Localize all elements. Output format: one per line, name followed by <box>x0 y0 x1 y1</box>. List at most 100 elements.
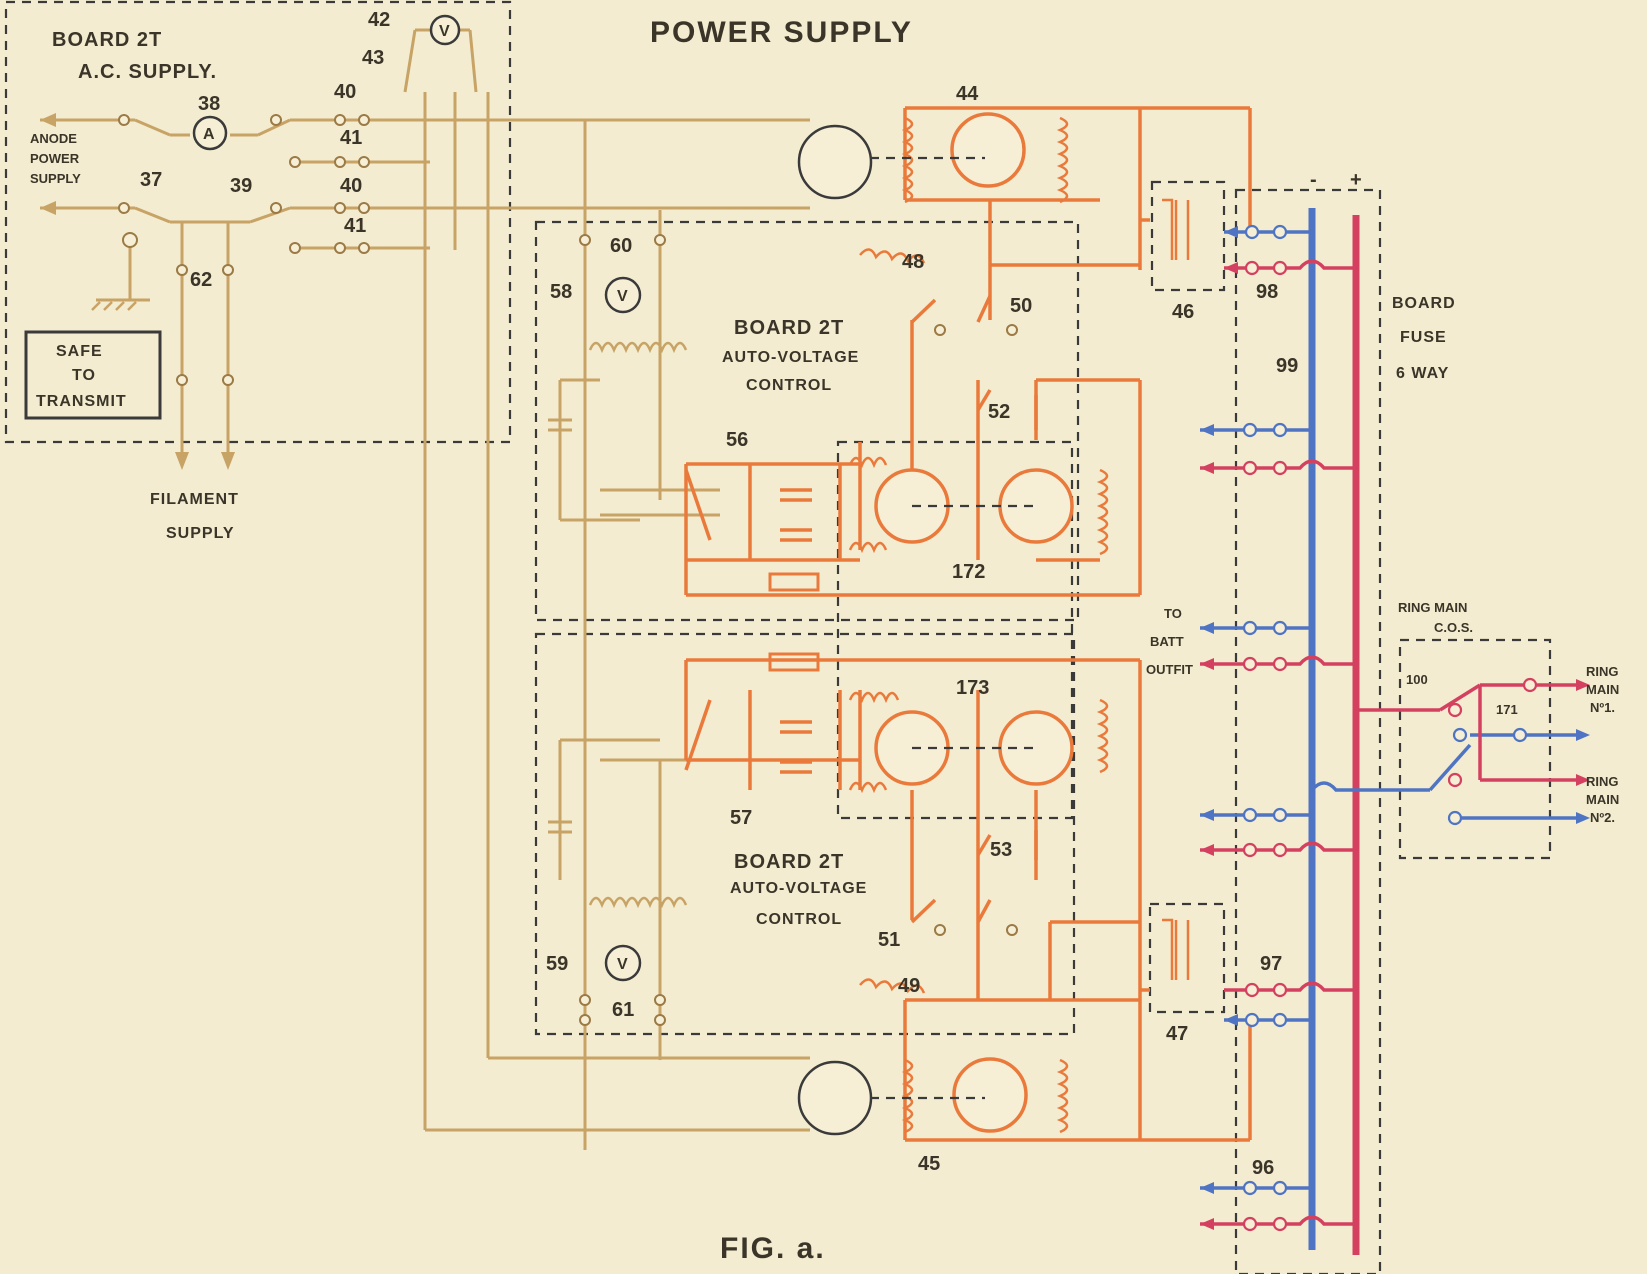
ref-53: 53 <box>990 839 1012 861</box>
batt-label-2: BATT <box>1150 634 1184 649</box>
diagram-title: POWER SUPPLY <box>650 16 913 49</box>
ammeter-38 <box>192 115 228 151</box>
control-coil-lower <box>588 896 688 909</box>
series-coil-172b <box>848 541 888 554</box>
regulator-46-coils <box>1162 198 1190 260</box>
generator-45 <box>952 1057 1028 1133</box>
ring-main-1-label-2: MAIN <box>1586 682 1619 697</box>
ref-48: 48 <box>902 251 924 273</box>
ref-173: 173 <box>956 677 989 699</box>
fuse-terminals <box>1242 224 1538 1232</box>
ref-43: 43 <box>362 47 384 69</box>
avc-capacitor-upper <box>780 488 812 542</box>
ref-58: 58 <box>550 281 572 303</box>
ref-61: 61 <box>612 999 634 1021</box>
ref-45: 45 <box>918 1153 940 1175</box>
motor-lower <box>797 1060 873 1136</box>
rheostat-48 <box>859 248 926 264</box>
capacitor-lower <box>548 820 572 834</box>
voltmeter-58 <box>604 276 642 314</box>
anode-label-2: POWER <box>30 151 80 166</box>
ref-100: 100 <box>1406 672 1428 687</box>
ac-board-title: BOARD 2T <box>52 29 162 51</box>
ref-40-b: 40 <box>340 175 362 197</box>
fuse-circuits <box>1200 226 1590 1230</box>
ref-96: 96 <box>1252 1157 1274 1179</box>
ac-components <box>91 114 688 1026</box>
voltmeter-59 <box>604 944 642 982</box>
fuse-board-label-2: FUSE <box>1400 329 1447 346</box>
safe-label-2: TO <box>72 367 96 384</box>
ref-37: 37 <box>140 169 162 191</box>
ring-main-title-2: C.O.S. <box>1434 620 1473 635</box>
ref-50: 50 <box>1010 295 1032 317</box>
ring-main-2-label-2: MAIN <box>1586 792 1619 807</box>
dynamo-set-outline <box>836 440 1074 820</box>
ref-49: 49 <box>898 975 920 997</box>
dc-wiring <box>684 106 1252 1142</box>
labels: POWER SUPPLY FIG. a. BOARD 2T A.C. SUPPL… <box>30 16 1619 1265</box>
safe-label-3: TRANSMIT <box>36 393 127 410</box>
field-coil-45b <box>1056 1058 1069 1134</box>
ref-62: 62 <box>190 269 212 291</box>
field-coil-45a <box>901 1058 914 1134</box>
regulator-46-outline <box>1150 180 1226 292</box>
ref-59: 59 <box>546 953 568 975</box>
ring-main-1-label-3: Nº1. <box>1590 700 1615 715</box>
rheostat-49 <box>859 978 926 994</box>
busbar-minus-sign: - <box>1310 169 1318 191</box>
series-coil-173a <box>848 691 900 704</box>
fuse-board-label-3: 6 WAY <box>1396 365 1449 382</box>
reference-numbers: 37 38 39 40 41 40 41 42 43 44 45 46 47 4… <box>140 9 1518 1179</box>
ref-52: 52 <box>988 401 1010 423</box>
avc-capacitor-lower <box>780 720 812 774</box>
ref-39: 39 <box>230 175 252 197</box>
voltmeter-42-symbol: V <box>439 23 451 40</box>
batt-label-1: TO <box>1164 606 1182 621</box>
ref-57: 57 <box>730 807 752 829</box>
ring-main-2-label-3: Nº2. <box>1590 810 1615 825</box>
fuse-board-label-1: BOARD <box>1392 295 1456 312</box>
earth-switch-terminal <box>122 232 138 248</box>
ring-main-1-label-1: RING <box>1586 664 1619 679</box>
ref-38: 38 <box>198 93 220 115</box>
avc-lower-line3: CONTROL <box>756 911 842 928</box>
busbars <box>1308 208 1360 1255</box>
earth-symbol <box>91 301 137 311</box>
ring-main-title-1: RING MAIN <box>1398 600 1467 615</box>
field-coils <box>768 116 1190 1134</box>
voltmeter-58-symbol: V <box>617 288 629 305</box>
ammeter-symbol: A <box>203 126 216 143</box>
filament-label-2: SUPPLY <box>166 525 235 542</box>
anode-label-1: ANODE <box>30 131 77 146</box>
ref-97: 97 <box>1260 953 1282 975</box>
series-coil-173b <box>848 781 888 794</box>
ref-46: 46 <box>1172 301 1194 323</box>
figure-caption: FIG. a. <box>720 1232 826 1265</box>
filament-label-1: FILAMENT <box>150 491 239 508</box>
safe-to-transmit-box <box>24 330 162 420</box>
ref-40-a: 40 <box>334 81 356 103</box>
capacitor-upper <box>548 418 572 432</box>
ref-41-b: 41 <box>344 215 366 237</box>
switch-blades <box>684 295 1038 936</box>
ref-51: 51 <box>878 929 900 951</box>
motor-upper <box>797 124 873 200</box>
avc-lower-line2: AUTO-VOLTAGE <box>730 880 867 897</box>
avc-lower-board-outline <box>534 632 1076 1036</box>
ref-41-a: 41 <box>340 127 362 149</box>
field-coil-44b <box>1056 116 1069 204</box>
generator-44 <box>950 112 1026 188</box>
anode-label-3: SUPPLY <box>30 171 81 186</box>
voltmeter-59-symbol: V <box>617 956 629 973</box>
ac-wiring <box>40 28 810 1150</box>
series-coil-172a <box>848 456 888 469</box>
ring-main-cos-outline <box>1398 638 1552 860</box>
avc-upper-line2: AUTO-VOLTAGE <box>722 349 859 366</box>
avc-upper-title: BOARD 2T <box>734 317 844 339</box>
resistor-lower <box>768 652 820 672</box>
fuse-board-outline <box>1234 188 1382 1274</box>
avc-upper-board-outline <box>534 220 1080 622</box>
field-coil-172 <box>1096 468 1109 556</box>
